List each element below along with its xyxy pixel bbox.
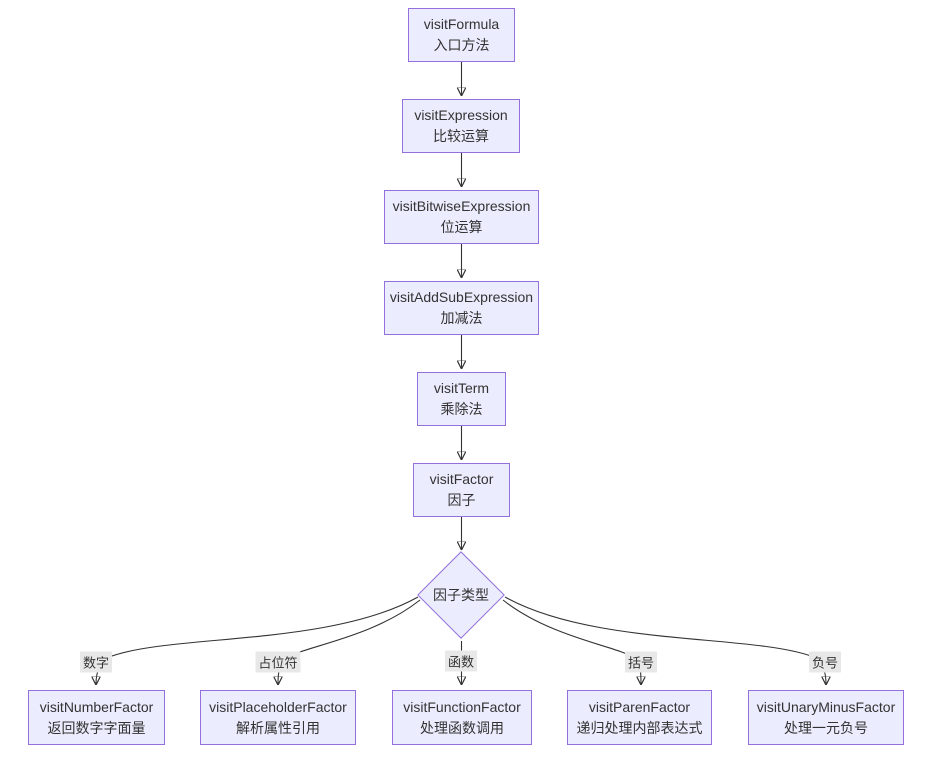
node-visit-formula: visitFormula 入口方法 — [408, 8, 515, 62]
edge-label-function: 函数 — [444, 650, 478, 672]
node-title: visitFactor — [429, 471, 494, 487]
node-visit-placeholder-factor: visitPlaceholderFactor 解析属性引用 — [200, 690, 356, 745]
edge-decision-to-unary — [504, 596, 826, 684]
node-title: visitAddSubExpression — [389, 289, 534, 305]
node-subtitle: 入口方法 — [433, 37, 490, 53]
node-title: visitBitwiseExpression — [392, 198, 531, 214]
node-title: visitParenFactor — [588, 698, 691, 715]
node-subtitle: 比较运算 — [433, 128, 489, 144]
edge-label-paren: 括号 — [624, 651, 658, 673]
node-title: visitUnaryMinusFactor — [756, 698, 896, 715]
node-title: visitTerm — [433, 380, 490, 396]
decision-label: 因子类型 — [433, 587, 489, 603]
node-subtitle: 位运算 — [440, 219, 483, 235]
node-visit-paren-factor: visitParenFactor 递归处理内部表达式 — [567, 690, 712, 745]
node-subtitle: 递归处理内部表达式 — [576, 719, 703, 736]
node-subtitle: 处理一元负号 — [784, 719, 868, 736]
node-title: visitFormula — [423, 16, 500, 32]
node-subtitle: 因子 — [447, 492, 476, 508]
node-subtitle: 乘除法 — [440, 401, 483, 417]
node-title: visitExpression — [414, 107, 508, 123]
node-visit-unary-minus-factor: visitUnaryMinusFactor 处理一元负号 — [748, 690, 904, 745]
edge-label-placeholder: 占位符 — [255, 651, 301, 673]
node-subtitle: 返回数字字面量 — [47, 719, 146, 736]
edge-label-number: 数字 — [79, 651, 113, 673]
node-visit-addsub-expression: visitAddSubExpression 加减法 — [384, 281, 539, 335]
node-title: visitFunctionFactor — [403, 698, 521, 715]
node-visit-bitwise-expression: visitBitwiseExpression 位运算 — [384, 190, 539, 244]
node-title: visitPlaceholderFactor — [209, 698, 347, 715]
node-visit-term: visitTerm 乘除法 — [417, 372, 506, 426]
node-subtitle: 处理函数调用 — [420, 719, 504, 736]
node-visit-number-factor: visitNumberFactor 返回数字字面量 — [28, 690, 165, 745]
edge-decision-to-paren — [502, 599, 641, 684]
node-visit-expression: visitExpression 比较运算 — [402, 99, 520, 153]
node-visit-factor: visitFactor 因子 — [413, 463, 510, 517]
node-subtitle: 解析属性引用 — [236, 719, 320, 736]
node-title: visitNumberFactor — [39, 698, 154, 715]
node-visit-function-factor: visitFunctionFactor 处理函数调用 — [392, 690, 532, 745]
edge-label-unary: 负号 — [808, 651, 842, 673]
node-subtitle: 加减法 — [440, 310, 483, 326]
